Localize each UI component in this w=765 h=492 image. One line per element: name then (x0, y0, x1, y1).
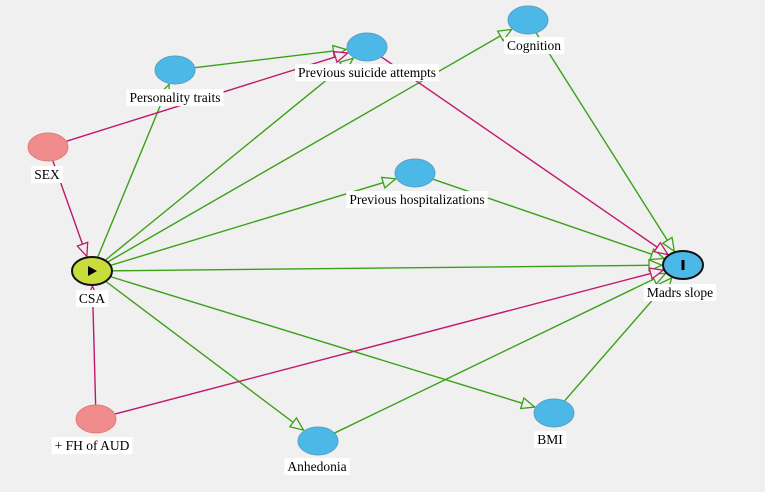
node-label-text: Madrs slope (647, 285, 713, 300)
edge-line (107, 28, 512, 263)
edge-line (105, 280, 304, 431)
node-label-text: CSA (79, 291, 106, 306)
play-icon (88, 266, 97, 276)
label-background (284, 458, 350, 476)
arrowhead-icon (288, 416, 305, 432)
bar-icon (681, 260, 685, 270)
nodes-layer (27, 5, 704, 456)
arrowhead-icon (519, 396, 537, 410)
node-label-cognition: Cognition (503, 37, 565, 55)
edge-line (334, 272, 666, 434)
node-label-fh: + FH of AUD (51, 437, 133, 455)
node-hosp[interactable] (394, 158, 436, 188)
label-background (31, 166, 63, 184)
arrowhead-icon (648, 267, 665, 280)
node-ellipse (75, 404, 117, 434)
edge-cognition-to-madrs[interactable] (535, 32, 676, 253)
label-background (503, 37, 565, 55)
label-background (51, 437, 133, 455)
node-label-text: Personality traits (129, 90, 220, 105)
label-background (643, 284, 717, 302)
edge-line (104, 57, 354, 261)
node-label-anhedonia: Anhedonia (284, 458, 350, 476)
arrowhead-icon (496, 28, 514, 42)
edge-line (110, 275, 535, 408)
edge-line (535, 32, 675, 252)
node-label-bmi: BMI (534, 431, 567, 449)
edge-line (380, 56, 669, 256)
node-ellipse (346, 32, 388, 62)
node-label-madrs: Madrs slope (643, 284, 717, 302)
node-label-text: Previous hospitalizations (349, 192, 484, 207)
node-ellipse (533, 398, 575, 428)
node-label-text: Previous suicide attempts (298, 65, 436, 80)
label-background (346, 191, 488, 209)
labels-layer: Personality traits Previous suicide attem… (31, 37, 717, 476)
node-fh[interactable] (75, 404, 117, 434)
node-ellipse (394, 158, 436, 188)
arrowhead-icon (661, 236, 676, 253)
node-label-text: SEX (34, 167, 60, 182)
node-label-csa: CSA (75, 290, 109, 308)
arrowhead-icon (652, 241, 670, 256)
arrowhead-icon (380, 176, 398, 190)
node-personality[interactable] (154, 55, 196, 85)
node-ellipse (297, 426, 339, 456)
node-cognition[interactable] (507, 5, 549, 35)
node-sex[interactable] (27, 132, 69, 162)
edge-csa-to-anhedonia[interactable] (105, 280, 305, 432)
node-label-suicide: Previous suicide attempts (295, 64, 439, 82)
node-csa[interactable] (71, 256, 113, 286)
node-bmi[interactable] (533, 398, 575, 428)
node-anhedonia[interactable] (297, 426, 339, 456)
edge-csa-to-cognition[interactable] (107, 28, 514, 263)
node-label-hosp: Previous hospitalizations (346, 191, 488, 209)
node-label-text: Anhedonia (287, 459, 346, 474)
edge-line (111, 264, 663, 272)
node-ellipse (154, 55, 196, 85)
node-ellipse (507, 5, 549, 35)
edge-line (194, 48, 347, 69)
node-label-text: BMI (537, 432, 563, 447)
label-background (534, 431, 567, 449)
edge-fh-to-madrs[interactable] (114, 267, 665, 415)
edge-line (114, 269, 664, 415)
node-label-text: + FH of AUD (55, 438, 130, 453)
node-label-text: Cognition (507, 38, 561, 53)
label-background (75, 290, 109, 308)
edge-suicide-to-madrs[interactable] (380, 56, 670, 256)
label-background (126, 89, 224, 107)
label-background (295, 64, 439, 82)
node-ellipse (27, 132, 69, 162)
arrowhead-icon (76, 241, 89, 259)
node-label-sex: SEX (31, 166, 63, 184)
node-suicide[interactable] (346, 32, 388, 62)
node-madrs[interactable] (662, 250, 704, 280)
node-label-personality: Personality traits (126, 89, 224, 107)
edge-csa-to-bmi[interactable] (110, 275, 537, 410)
arrowhead-icon (332, 50, 350, 64)
